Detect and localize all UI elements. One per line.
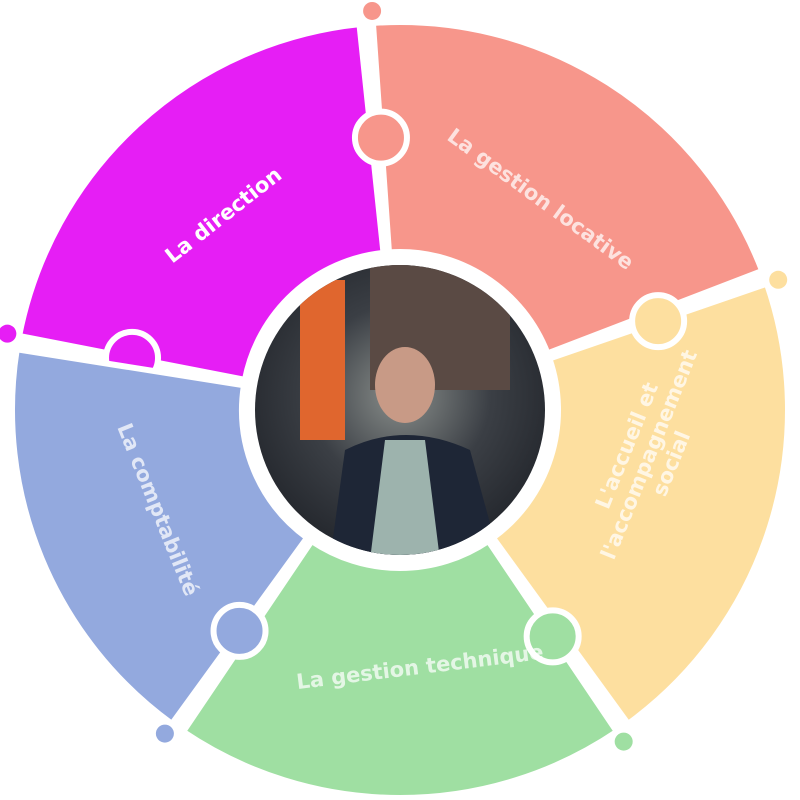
person-orange-shirt [300, 280, 345, 440]
puzzle-tab-accueil [769, 270, 788, 289]
puzzle-knob-accueil [629, 292, 688, 351]
puzzle-knob-gestion-technique [523, 607, 582, 666]
center-photo [248, 258, 552, 562]
puzzle-knob-comptabilite [210, 601, 269, 660]
segment-gestion-locative [369, 19, 766, 357]
puzzle-tab-comptabilite [155, 724, 174, 743]
person-face [375, 347, 435, 423]
person-shirt [370, 440, 440, 555]
segment-direction [16, 21, 387, 383]
puzzle-tab-gestion-technique [614, 732, 633, 751]
puzzle-knob-gestion-locative [351, 108, 410, 167]
puzzle-tab-direction [0, 324, 17, 343]
puzzle-tab-gestion-locative [363, 1, 382, 20]
segment-gestion-technique [180, 537, 620, 800]
